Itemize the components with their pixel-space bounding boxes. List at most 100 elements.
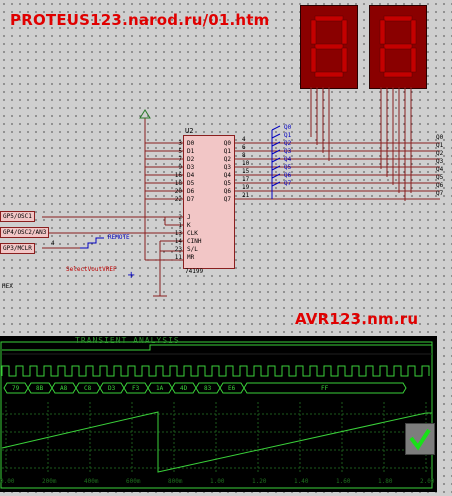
pin-number: 1 xyxy=(178,222,182,229)
time-tick-label: 600m xyxy=(126,478,141,485)
seven-segment-display-1[interactable] xyxy=(300,5,358,89)
probe-label: Q0 xyxy=(284,124,292,131)
time-tick-label: 1.80 xyxy=(378,478,393,485)
pin-number: 21 xyxy=(242,192,250,199)
chip-pin-label: CINH xyxy=(187,238,202,245)
bus-label: Q7 xyxy=(436,190,444,197)
chip-pin-label: CLK xyxy=(187,230,198,237)
pin-number: 9 xyxy=(178,164,182,171)
probe-label: Q7 xyxy=(284,180,292,187)
time-tick-label: 800m xyxy=(168,478,183,485)
time-tick-label: 0.00 xyxy=(0,478,15,485)
bus-value-label: 4D xyxy=(180,385,188,392)
graph-run-button[interactable] xyxy=(405,423,435,455)
chip-pin-label: Q3 xyxy=(223,164,231,171)
chip-pin-label: S/L xyxy=(187,246,198,253)
time-tick-label: 1.60 xyxy=(336,478,351,485)
probe-label: Q4 xyxy=(284,156,292,163)
time-tick-label: 1.20 xyxy=(252,478,267,485)
time-tick-label: 2.00 xyxy=(420,478,435,485)
time-tick-label: 200m xyxy=(42,478,57,485)
pin-number: 15 xyxy=(242,168,250,175)
pin-number: 13 xyxy=(174,230,182,237)
chip-pin-label: Q2 xyxy=(223,156,231,163)
chip-pin-label: Q6 xyxy=(223,188,231,195)
mcu-part-fragment: HEX xyxy=(2,283,13,290)
mcu-port-gp5[interactable]: GP5/OSC1 xyxy=(0,211,35,222)
digit-8-icon xyxy=(310,15,348,78)
probe-label: Q3 xyxy=(284,148,292,155)
pin-number: 5 xyxy=(178,148,182,155)
bus-value-label: FF xyxy=(321,385,329,392)
mcu-port-gp4[interactable]: GP4/OSC2/AN3 xyxy=(0,227,50,238)
pin-number: 4 xyxy=(242,136,246,143)
bus-label: Q5 xyxy=(436,174,444,181)
pin-number: 7 xyxy=(178,156,182,163)
pin-number: 8 xyxy=(242,152,246,159)
schematic-wires: + xyxy=(42,87,440,297)
bus-label: Q3 xyxy=(436,158,444,165)
probe-label: Q2 xyxy=(284,140,292,147)
chip-pin-label: K xyxy=(187,222,191,229)
chip-pin-label: Q5 xyxy=(223,180,231,187)
pin-number: 10 xyxy=(242,160,250,167)
graph-frame xyxy=(0,341,433,489)
pin-number: 17 xyxy=(242,176,250,183)
chip-pin-label: D3 xyxy=(187,164,195,171)
bus-value-label: 83 xyxy=(204,385,212,392)
chip-pin-label: D2 xyxy=(187,156,195,163)
bus-value-label: 1A xyxy=(156,385,164,392)
clock-trace xyxy=(1,365,430,377)
bus-segment xyxy=(243,382,407,394)
pin-number: 14 xyxy=(174,238,182,245)
bus-value-label: A8 xyxy=(60,385,68,392)
bus-label: Q0 xyxy=(436,134,444,141)
pin-number: 23 xyxy=(174,246,182,253)
chip-pin-label: Q4 xyxy=(223,172,231,179)
remote-label[interactable]: REMOTE xyxy=(108,234,130,241)
pin-number: 16 xyxy=(174,172,182,179)
time-tick-label: 400m xyxy=(84,478,99,485)
pin-number: 22 xyxy=(174,196,182,203)
chip-pin-label: D4 xyxy=(187,172,195,179)
chip-pin-label: MR xyxy=(187,254,195,261)
digit-8-icon xyxy=(379,15,417,78)
bus-label: Q6 xyxy=(436,182,444,189)
chip-pin-label: D5 xyxy=(187,180,195,187)
chip-pin-label: J xyxy=(187,214,191,221)
bus-value-label: D3 xyxy=(108,385,116,392)
probe-label: Q1 xyxy=(284,132,292,139)
digital-trace-1 xyxy=(2,344,432,351)
probe-label: Q5 xyxy=(284,164,292,171)
select-vout-label[interactable]: SelectVoutVREF xyxy=(66,266,117,273)
mcu-pin-number: 4 xyxy=(51,240,55,247)
chip-pin-label: D0 xyxy=(187,140,195,147)
site-banner-right: AVR123.nm.ru xyxy=(295,310,419,328)
chip-pin-label: D1 xyxy=(187,148,195,155)
bus-label: Q4 xyxy=(436,166,444,173)
bus-value-label: F3 xyxy=(132,385,140,392)
site-banner-left: PROTEUS123.narod.ru/01.htm xyxy=(10,11,270,29)
time-tick-label: 1.00 xyxy=(210,478,225,485)
bus-label: Q2 xyxy=(436,150,444,157)
bus-value-label: 8B xyxy=(36,385,44,392)
chip-pin-label: Q7 xyxy=(223,196,231,203)
chip-pin-label: Q0 xyxy=(223,140,231,147)
chip-pin-label: D7 xyxy=(187,196,195,203)
svg-text:+: + xyxy=(127,270,135,281)
seven-segment-display-2[interactable] xyxy=(369,5,427,89)
pin-number: 19 xyxy=(242,184,250,191)
pin-number: 6 xyxy=(242,144,246,151)
graph-title: TRANSIENT ANALYSIS xyxy=(75,336,180,345)
bus-value-label: 79 xyxy=(12,385,20,392)
pin-number: 18 xyxy=(174,180,182,187)
bus-value-label: E6 xyxy=(228,385,236,392)
chip-pin-label: D6 xyxy=(187,188,195,195)
chip-ref: U2 xyxy=(185,127,194,135)
pin-number: 11 xyxy=(174,254,182,261)
bus-value-label: C8 xyxy=(84,385,92,392)
mcu-port-gp3[interactable]: GP3/MCLR xyxy=(0,243,35,254)
